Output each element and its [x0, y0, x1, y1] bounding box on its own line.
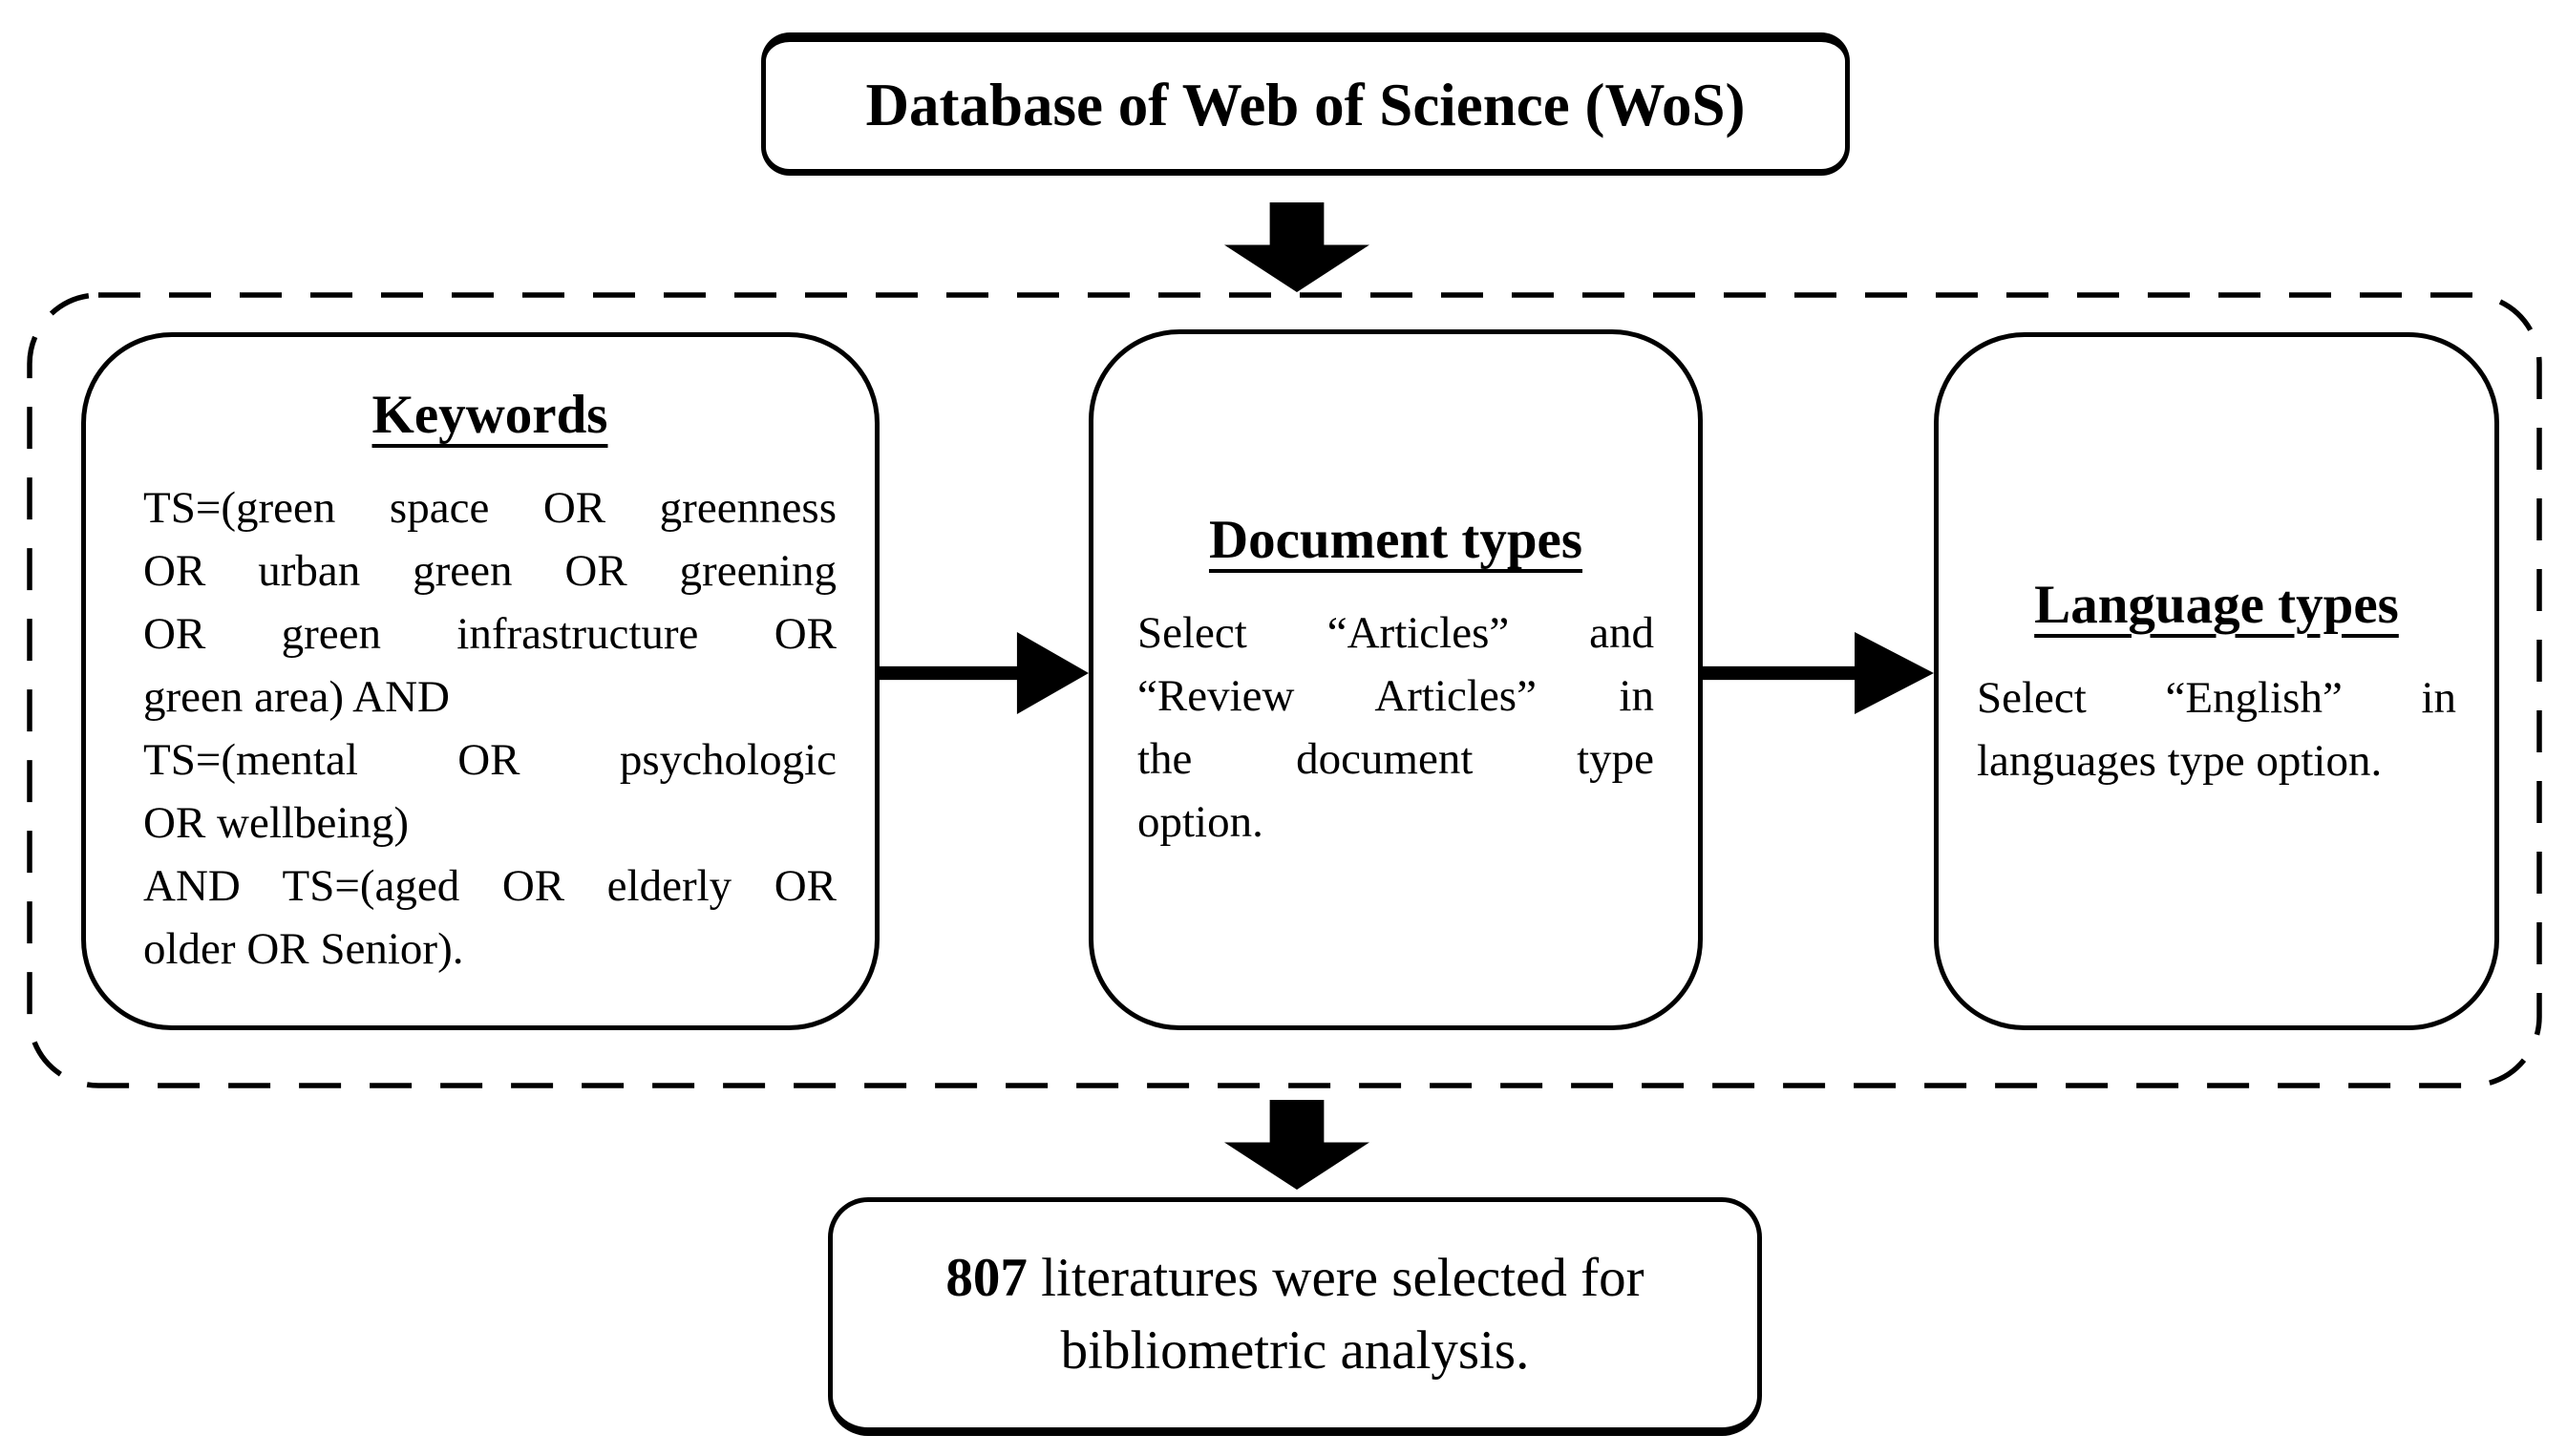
- language-types-line: Select “English” in: [1977, 672, 2456, 723]
- document-types-line: Select “Articles” and: [1137, 608, 1654, 658]
- arrow-right-icon: [1703, 632, 1934, 714]
- arrow-right-icon: [880, 632, 1089, 714]
- keywords-line: OR green infrastructure OR: [143, 609, 837, 659]
- filter-group-frame: [27, 292, 2542, 1088]
- keywords-line: TS=(green space OR greenness: [143, 483, 837, 533]
- keywords-line: TS=(mental OR psychologic: [143, 735, 837, 785]
- node-result: 807 literatures were selected for biblio…: [828, 1197, 1762, 1436]
- result-line-2: bibliometric analysis.: [1060, 1320, 1530, 1381]
- language-types-line: languages type option.: [1977, 735, 2383, 786]
- document-types-line: option.: [1137, 797, 1263, 847]
- node-document-types: Document types Select “Articles” and “Re…: [1089, 329, 1703, 1030]
- result-count: 807: [945, 1248, 1028, 1308]
- keywords-line: green area) AND: [143, 672, 450, 722]
- node-language-types: Language types Select “English” in langu…: [1934, 332, 2499, 1030]
- document-types-line: “Review Articles” in: [1137, 671, 1654, 721]
- result-line-1: 807 literatures were selected for: [945, 1248, 1644, 1308]
- node-database-wos-label: Database of Web of Science (WoS): [865, 72, 1746, 138]
- node-keywords: Keywords TS=(green space OR greenness OR…: [81, 332, 880, 1030]
- keywords-line: OR wellbeing): [143, 798, 410, 848]
- keywords-line: AND TS=(aged OR elderly OR: [143, 861, 837, 911]
- arrow-down-icon: [1224, 1100, 1369, 1190]
- document-types-title: Document types: [1208, 510, 1583, 570]
- node-database-wos: Database of Web of Science (WoS): [761, 32, 1850, 176]
- arrow-down-icon: [1224, 202, 1369, 292]
- language-types-title: Language types: [2034, 574, 2399, 635]
- keywords-line: older OR Senior).: [143, 924, 464, 974]
- document-types-line: the document type: [1137, 734, 1654, 784]
- keywords-line: OR urban green OR greening: [143, 546, 837, 596]
- keywords-title: Keywords: [371, 385, 608, 445]
